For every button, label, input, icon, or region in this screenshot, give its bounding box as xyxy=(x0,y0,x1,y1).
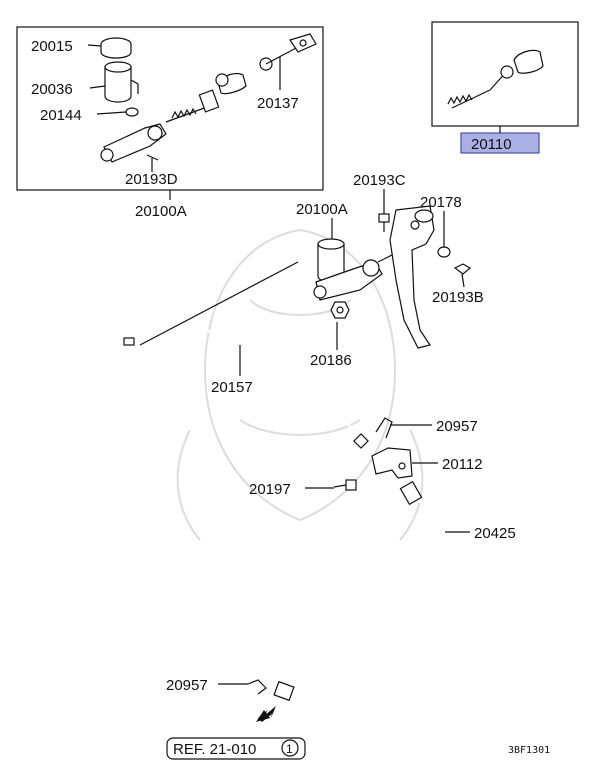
diagram-code: 3BF1301 xyxy=(508,745,550,756)
callout-20197: 20197 xyxy=(249,481,291,498)
part-clutch-pedal xyxy=(389,205,435,349)
part-20144-grommet xyxy=(125,107,139,117)
callout-20193c: 20193C xyxy=(353,172,406,189)
callout-20957-bottom: 20957 xyxy=(166,677,208,694)
reference-text: REF. 21-010 xyxy=(173,741,256,758)
kit-box-20110 xyxy=(431,21,579,127)
part-20015-cap xyxy=(100,37,132,59)
part-20193d-pin xyxy=(146,154,159,161)
callout-20157: 20157 xyxy=(211,379,253,396)
part-20197-bolt xyxy=(333,479,357,491)
callout-20193d: 20193D xyxy=(125,171,178,188)
part-20193b-clip xyxy=(453,263,472,275)
callout-20110: 20110 xyxy=(471,136,512,153)
callout-20186: 20186 xyxy=(310,352,352,369)
part-20157-clutch-pipe xyxy=(103,326,369,449)
part-20036-reservoir xyxy=(104,61,139,103)
part-20100a-master-cylinder xyxy=(313,233,421,301)
part-20425-clutch-hose xyxy=(273,480,443,702)
callout-20112: 20112 xyxy=(442,456,483,473)
callout-20100a: 20100A xyxy=(296,201,348,218)
callout-20144: 20144 xyxy=(40,107,82,124)
part-20957-clip-bottom xyxy=(247,679,267,695)
callout-20015: 20015 xyxy=(31,38,73,55)
part-20193c-bolt xyxy=(378,213,390,232)
callout-20957-top: 20957 xyxy=(436,418,478,435)
callout-20100a-box: 20100A xyxy=(135,203,187,220)
callout-20178: 20178 xyxy=(420,194,462,211)
part-20112-bracket xyxy=(371,447,413,479)
callout-20425: 20425 xyxy=(474,525,516,542)
part-20110-pushrod-kit xyxy=(447,49,544,109)
part-master-cylinder-box xyxy=(100,123,167,163)
callout-20193b: 20193B xyxy=(432,289,484,306)
watermark-emblem xyxy=(176,228,424,541)
part-20178-bushing xyxy=(437,246,451,258)
part-pushrod-kit-box xyxy=(165,33,317,123)
part-20186-nut xyxy=(330,301,350,319)
callout-20036: 20036 xyxy=(31,81,73,98)
reference-box[interactable]: REF. 21-010 1 xyxy=(166,737,306,760)
callout-20137: 20137 xyxy=(257,95,299,112)
reference-circle-number: 1 xyxy=(286,742,293,756)
part-20957-clip-top xyxy=(375,417,393,439)
